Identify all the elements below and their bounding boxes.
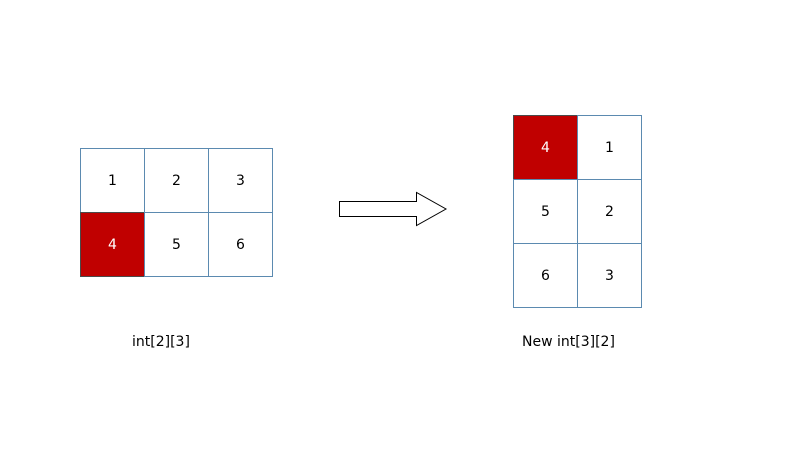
source-array-caption: int[2][3] — [132, 334, 190, 350]
source-cell: 5 — [144, 212, 209, 277]
result-cell: 6 — [513, 243, 578, 308]
source-cell: 3 — [208, 148, 273, 213]
source-array-grid: 1 2 3 4 5 6 — [80, 148, 273, 277]
result-array-grid: 4 1 5 2 6 3 — [513, 115, 642, 308]
result-cell: 3 — [577, 243, 642, 308]
result-cell: 2 — [577, 179, 642, 244]
result-cell: 5 — [513, 179, 578, 244]
result-cell: 1 — [577, 115, 642, 180]
right-arrow-icon — [339, 191, 448, 227]
result-cell-highlighted: 4 — [513, 115, 578, 180]
source-cell: 6 — [208, 212, 273, 277]
source-cell: 2 — [144, 148, 209, 213]
source-cell-highlighted: 4 — [80, 212, 145, 277]
source-cell: 1 — [80, 148, 145, 213]
result-array-caption: New int[3][2] — [522, 334, 615, 350]
